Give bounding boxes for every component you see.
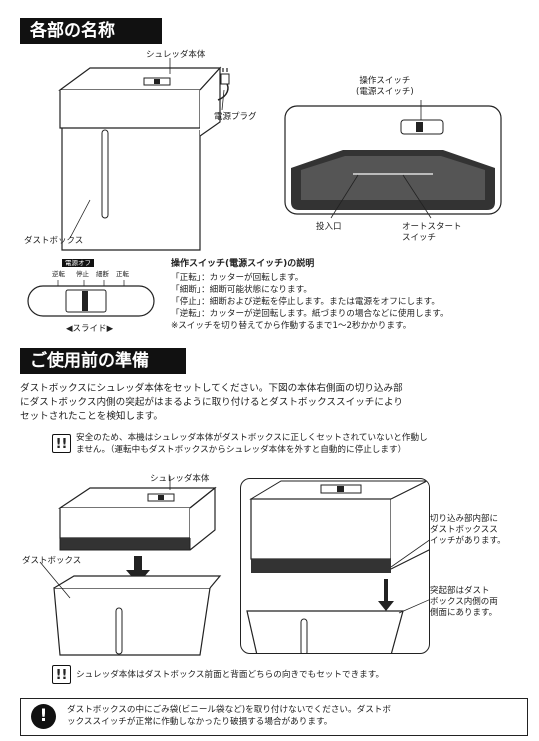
switch-desc-title: 操作スイッチ(電源スイッチ)の説明: [171, 259, 315, 269]
label-dust-box-2: ダストボックス: [22, 556, 82, 566]
label-switch-title: 操作スイッチ (電源スイッチ): [356, 76, 414, 97]
warning-text: ダストボックスの中にごみ袋(ビニール袋など)を取り付けないでください。ダストボ …: [67, 705, 391, 727]
exclamation-double-icon: !!: [52, 665, 71, 684]
arrow-right-icon: ▶: [106, 324, 114, 334]
switch-desc-line: 「細断」：細断可能状態になります。: [171, 285, 312, 295]
switch-desc-note: ※スイッチを切り替えてから作動するまで1〜2秒かかります。: [171, 321, 412, 331]
label-shredder-body: シュレッダ本体: [146, 50, 206, 60]
switch-pos-stop: 停止: [76, 270, 89, 278]
caution-text-2: シュレッダ本体はダストボックス前面と背面どちらの向きでもセットできます。: [76, 670, 385, 680]
switch-pos-reverse: 逆転: [52, 270, 65, 278]
label-inlet: 投入口: [316, 222, 342, 232]
warning-box: ! ダストボックスの中にごみ袋(ビニール袋など)を取り付けないでください。ダスト…: [20, 698, 528, 736]
switch-desc-line: 「逆転」：カッターが逆回転します。紙づまりの場合などに使用します。: [171, 309, 449, 319]
label-shredder-body-2: シュレッダ本体: [150, 474, 210, 484]
label-notch: 切り込み部内部に ダストボックスス イッチがあります。: [430, 514, 506, 546]
assembly-illustration: [39, 476, 222, 656]
label-dust-box: ダストボックス: [24, 236, 84, 246]
label-power-plug: 電源プラグ: [214, 112, 257, 122]
section-title-names: 各部の名称: [20, 18, 162, 44]
zoom-detail-illustration: [246, 479, 429, 653]
switch-desc-list: 「正転」：カッターが回転します。 「細断」：細断可能状態になります。 「停止」：…: [171, 272, 449, 332]
shredder-illustration: [58, 58, 230, 251]
badge-power-off: 電源オフ: [62, 259, 94, 267]
prep-paragraph: ダストボックスにシュレッダ本体をセットしてください。下図の本体右側面の切り込み部…: [20, 383, 403, 422]
label-protrusion: 突起部はダスト ボックス内側の両 側面にあります。: [430, 586, 498, 618]
shredder-top-view: [284, 100, 502, 219]
arrow-left-icon: ◀: [66, 324, 73, 334]
exclamation-double-icon: !!: [52, 434, 71, 453]
caution-text-1: 安全のため、本機はシュレッダ本体がダストボックスに正しくセットされていないと作動…: [76, 433, 428, 455]
switch-desc-line: 「正転」：カッターが回転します。: [171, 273, 304, 283]
zoom-detail-frame: [240, 478, 430, 654]
label-auto-start: オートスタート スイッチ: [402, 222, 462, 243]
switch-pos-shred: 細断: [96, 270, 109, 278]
switch-desc-line: 「停止」：細断および逆転を停止します。または電源をオフにします。: [171, 297, 440, 307]
switch-pos-forward: 正転: [116, 270, 129, 278]
section-title-before-use: ご使用前の準備: [20, 348, 186, 374]
switch-diagram: [27, 280, 155, 317]
slide-indicator: ◀スライド▶: [66, 324, 114, 334]
warning-circle-icon: !: [31, 704, 56, 729]
